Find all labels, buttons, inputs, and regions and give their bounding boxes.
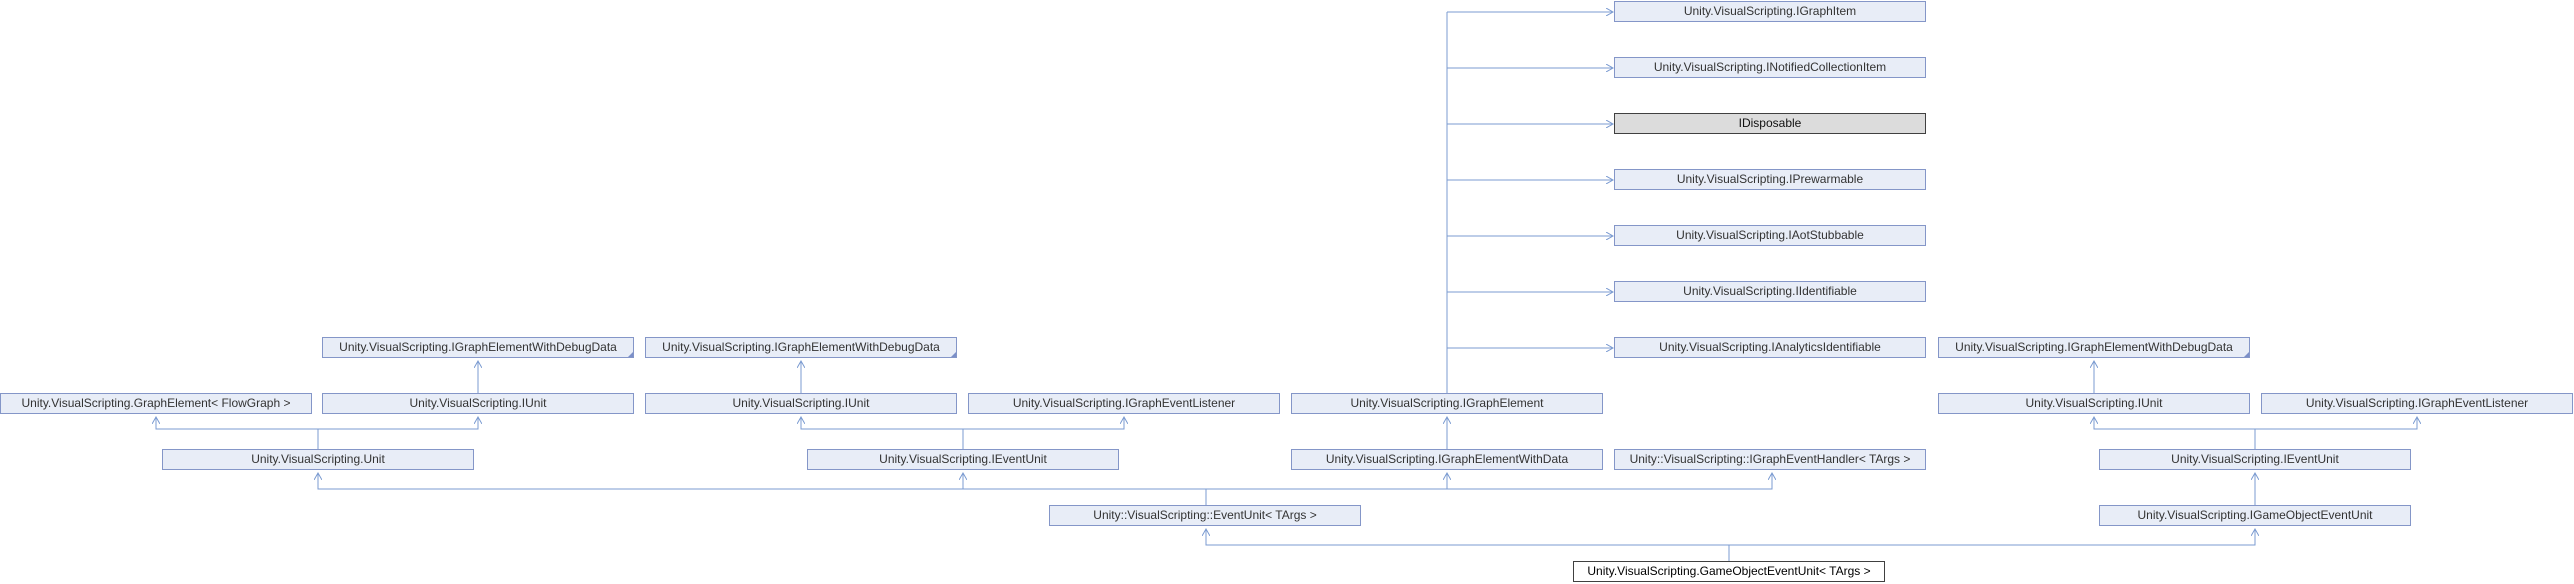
- node-igraphitem[interactable]: Unity.VisualScripting.IGraphItem: [1614, 1, 1926, 22]
- node-label: Unity.VisualScripting.IGraphElementWithD…: [339, 340, 617, 354]
- node-label: Unity.VisualScripting.IGraphElementWithD…: [1955, 340, 2233, 354]
- node-idisposable: IDisposable: [1614, 113, 1926, 134]
- edge-ieventunit2-parents: [2094, 417, 2256, 449]
- node-igraphelementwithdebugdata-3[interactable]: Unity.VisualScripting.IGraphElementWithD…: [1938, 337, 2250, 358]
- node-iaotstubbable[interactable]: Unity.VisualScripting.IAotStubbable: [1614, 225, 1926, 246]
- node-ieventunit-2[interactable]: Unity.VisualScripting.IEventUnit: [2099, 449, 2411, 470]
- node-graphelement-flowgraph[interactable]: Unity.VisualScripting.GraphElement< Flow…: [0, 393, 312, 414]
- node-eventunit[interactable]: Unity::VisualScripting::EventUnit< TArgs…: [1049, 505, 1361, 526]
- node-corner-marker: [2244, 352, 2249, 357]
- node-unit[interactable]: Unity.VisualScripting.Unit: [162, 449, 474, 470]
- node-igraphelementwithdebugdata-1[interactable]: Unity.VisualScripting.IGraphElementWithD…: [322, 337, 634, 358]
- node-gameobjecteventunit: Unity.VisualScripting.GameObjectEventUni…: [1573, 561, 1885, 582]
- node-label: Unity.VisualScripting.IGraphElementWithD…: [662, 340, 940, 354]
- edge-unit-parents: [156, 417, 319, 449]
- node-iunit-2[interactable]: Unity.VisualScripting.IUnit: [645, 393, 957, 414]
- edge-ieventunit1-parents: [801, 417, 964, 449]
- node-ieventunit-1[interactable]: Unity.VisualScripting.IEventUnit: [807, 449, 1119, 470]
- node-igraphelement[interactable]: Unity.VisualScripting.IGraphElement: [1291, 393, 1603, 414]
- node-inotifiedcollectionitem[interactable]: Unity.VisualScripting.INotifiedCollectio…: [1614, 57, 1926, 78]
- node-iunit-3[interactable]: Unity.VisualScripting.IUnit: [1938, 393, 2250, 414]
- node-igameobjecteventunit[interactable]: Unity.VisualScripting.IGameObjectEventUn…: [2099, 505, 2411, 526]
- edge-eventunit-parents: [318, 473, 1207, 505]
- node-igrapheventlistener-1[interactable]: Unity.VisualScripting.IGraphEventListene…: [968, 393, 1280, 414]
- node-igraphelementwithdebugdata-2[interactable]: Unity.VisualScripting.IGraphElementWithD…: [645, 337, 957, 358]
- node-corner-marker: [951, 352, 956, 357]
- node-corner-marker: [628, 352, 633, 357]
- node-iidentifiable[interactable]: Unity.VisualScripting.IIdentifiable: [1614, 281, 1926, 302]
- node-iprewarmable[interactable]: Unity.VisualScripting.IPrewarmable: [1614, 169, 1926, 190]
- node-ianalyticsidentifiable[interactable]: Unity.VisualScripting.IAnalyticsIdentifi…: [1614, 337, 1926, 358]
- edge-gameobjecteventunit-parents: [1206, 529, 1730, 561]
- node-igraphelementwithdata[interactable]: Unity.VisualScripting.IGraphElementWithD…: [1291, 449, 1603, 470]
- node-igrapheventhandler[interactable]: Unity::VisualScripting::IGraphEventHandl…: [1614, 449, 1926, 470]
- node-igrapheventlistener-2[interactable]: Unity.VisualScripting.IGraphEventListene…: [2261, 393, 2573, 414]
- node-iunit-1[interactable]: Unity.VisualScripting.IUnit: [322, 393, 634, 414]
